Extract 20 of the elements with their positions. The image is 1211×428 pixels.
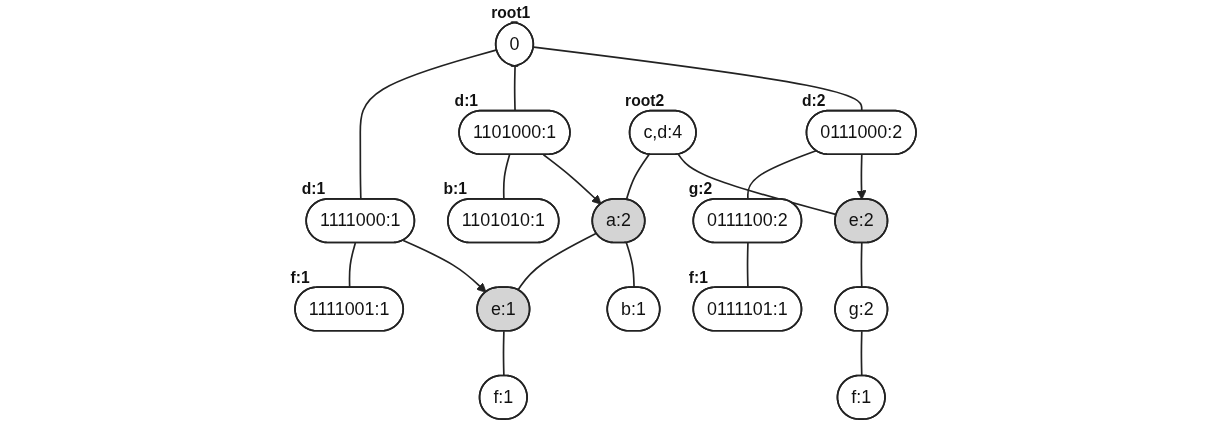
arrow (542, 153, 602, 205)
connector (860, 242, 863, 289)
connector (625, 242, 635, 289)
node-annotation: b:1 (443, 180, 467, 198)
connector (746, 242, 749, 289)
node-annotation: d:2 (802, 92, 826, 110)
arrow (402, 239, 487, 293)
connector (625, 153, 650, 201)
node-annotation: f:1 (290, 268, 310, 286)
connector (517, 232, 598, 291)
node-annotation: root2 (625, 92, 665, 110)
node-annotation: root1 (491, 3, 531, 21)
node-annotation: d:1 (454, 92, 479, 110)
node-annotation: g:2 (688, 180, 713, 198)
connector (860, 330, 863, 377)
connector (348, 242, 357, 289)
node-annotation: d:1 (301, 180, 326, 198)
arrow (856, 153, 867, 200)
connector (502, 330, 505, 377)
node-annotation: f:1 (688, 268, 708, 286)
